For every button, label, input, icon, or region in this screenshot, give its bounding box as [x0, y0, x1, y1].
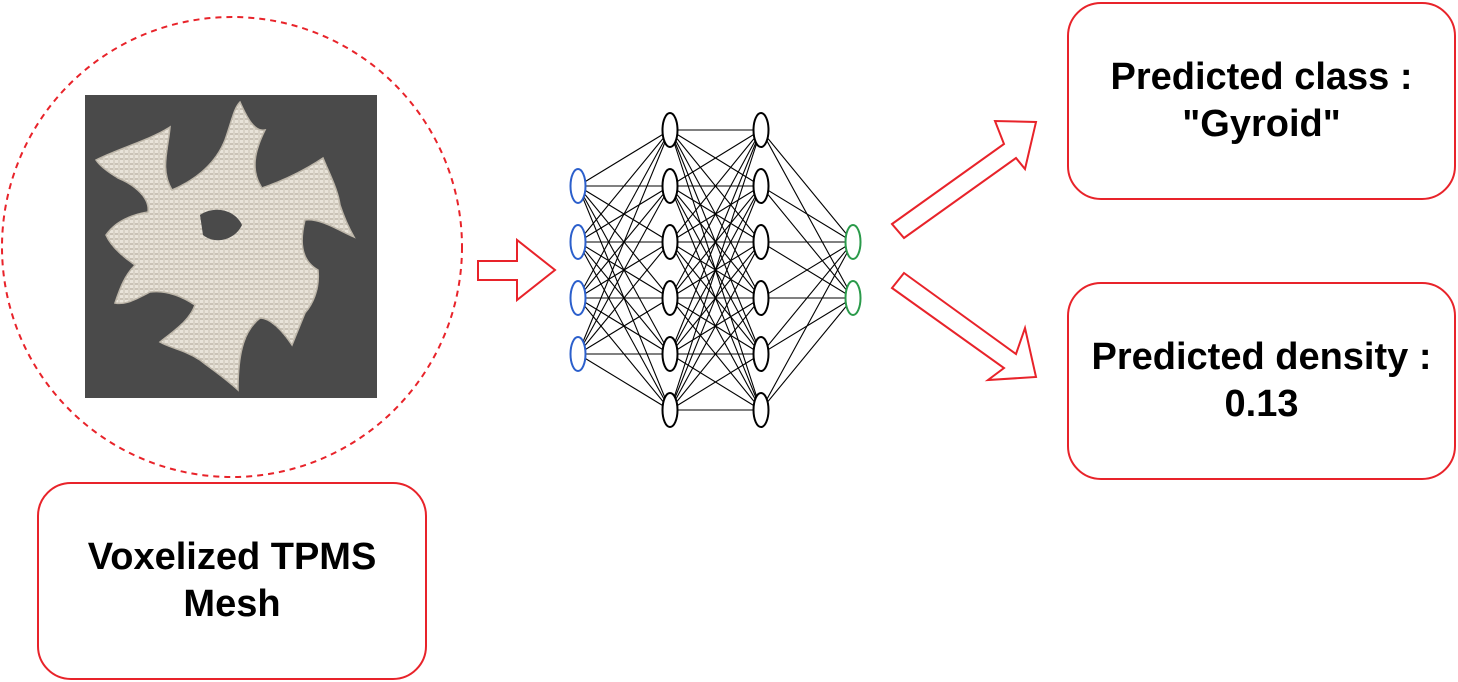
network-node — [752, 392, 770, 428]
input-label-line1: Voxelized TPMS — [87, 536, 377, 578]
network-connection — [760, 129, 854, 243]
network-connection — [669, 241, 762, 411]
network-node — [569, 224, 587, 260]
network-connection — [577, 129, 671, 243]
network-node — [752, 336, 770, 372]
network-connection — [577, 241, 671, 355]
network-connection — [577, 129, 671, 299]
predicted-density-box: Predicted density : 0.13 — [1067, 282, 1456, 480]
network-connection — [577, 185, 671, 355]
network-connection — [669, 129, 762, 299]
network-node — [752, 168, 770, 204]
network-connection — [577, 297, 671, 355]
diagonal-down-arrow-icon — [890, 271, 1038, 382]
network-node — [569, 336, 587, 372]
network-connection — [669, 129, 762, 355]
predicted-class-label: Predicted class : — [1110, 56, 1413, 98]
network-connection — [669, 185, 762, 411]
network-node — [661, 168, 679, 204]
network-connection — [760, 241, 854, 355]
network-node — [844, 224, 862, 260]
network-node — [661, 336, 679, 372]
network-connection — [669, 129, 762, 187]
mesh-highlight-circle — [1, 16, 463, 478]
network-node — [752, 280, 770, 316]
predicted-class-value: "Gyroid" — [1182, 103, 1341, 145]
network-node — [661, 280, 679, 316]
network-connection — [669, 297, 762, 411]
diagonal-up-arrow-icon — [890, 119, 1038, 240]
tpms-mesh-image — [85, 95, 377, 398]
network-connection — [669, 129, 762, 243]
network-connection — [577, 129, 671, 187]
network-node — [569, 168, 587, 204]
right-arrow-icon — [477, 237, 557, 303]
network-connection — [760, 241, 854, 299]
network-node — [752, 112, 770, 148]
network-node — [569, 280, 587, 316]
network-connection — [760, 241, 854, 411]
predicted-density-value: 0.13 — [1224, 383, 1299, 425]
input-label-line2: Mesh — [183, 583, 281, 625]
network-connection — [760, 185, 854, 243]
network-connection — [760, 297, 854, 411]
network-node — [844, 280, 862, 316]
predicted-density-label: Predicted density : — [1091, 336, 1432, 378]
network-connection — [669, 129, 762, 411]
neural-network — [569, 112, 862, 428]
network-connection — [577, 129, 671, 355]
input-label-box: Voxelized TPMS Mesh — [37, 482, 427, 680]
network-node — [661, 392, 679, 428]
predicted-class-box: Predicted class : "Gyroid" — [1067, 2, 1456, 200]
network-node — [661, 224, 679, 260]
network-connection — [577, 353, 671, 411]
network-node — [752, 224, 770, 260]
network-connection — [669, 353, 762, 411]
network-node — [661, 112, 679, 148]
